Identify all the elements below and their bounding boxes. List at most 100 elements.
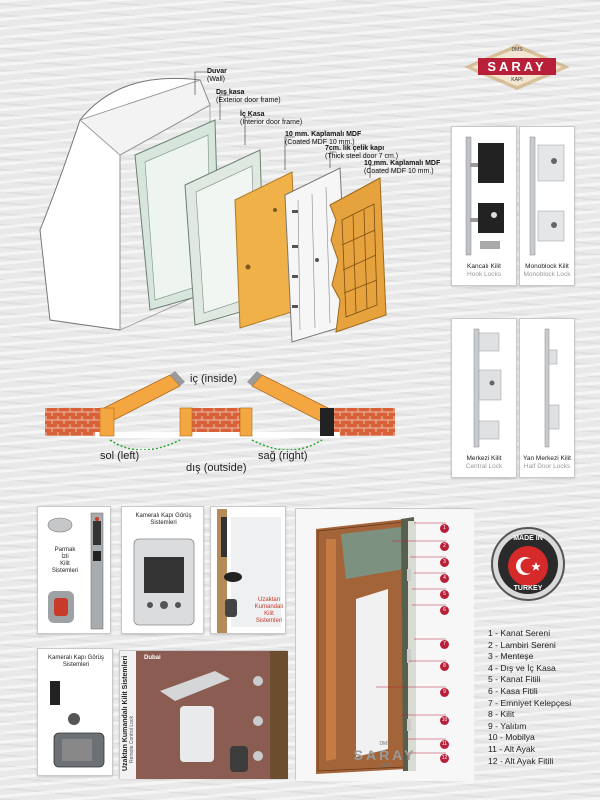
fingerprint-lock-image	[47, 517, 74, 623]
orientation-outside-label: dış (outside)	[186, 462, 247, 474]
fingerprint-label: Parmak İzli Kilit Sistemleri	[48, 547, 82, 575]
parts-list: 1 - Kanat Sereni 2 - Lambiri Sereni 3 - …	[488, 628, 571, 767]
wall-left-shape	[45, 408, 105, 436]
part-marker-9: 9	[440, 680, 449, 698]
orientation-right-label: sağ (right)	[258, 450, 308, 462]
camera-viewer-2-image	[50, 681, 105, 768]
layer-wall-label: Duvar (Wall)	[207, 68, 227, 84]
feature-card-remote-panel: Uzaktan Kumandalı Kilit Sistemleri	[210, 506, 286, 634]
remote-panel-label-line4: Sistemleri	[255, 618, 283, 624]
layer-mdf-inner-label: 10 mm. Kaplamalı MDF (Coated MDF 10 mm.)	[364, 160, 440, 176]
remote-system-brand-tag: Dubai	[144, 655, 161, 661]
part-marker-1-number: 1	[440, 524, 449, 533]
part-marker-4-number: 4	[440, 574, 449, 583]
door-photo-brand: DMS SARAY KAPI	[300, 741, 470, 769]
layer-steel-door-tr: 7cm. lik çelik kapı	[325, 145, 385, 152]
parts-list-item: 3 - Menteşe	[488, 651, 534, 662]
parts-list-item: 6 - Kasa Fitili	[488, 685, 538, 696]
fingerprint-label-line3: Kilit	[60, 561, 70, 567]
part-marker-7: 7	[440, 632, 449, 650]
orientation-inside-label: iç (inside)	[190, 373, 238, 385]
part-marker-3-number: 3	[440, 558, 449, 567]
remote-panel-label: Uzaktan Kumandalı Kilit Sistemleri	[251, 597, 287, 625]
door-photo-brand-top: DMS	[379, 741, 391, 747]
lock-card-central: Merkezi Kilit Central Lock	[451, 318, 517, 478]
door-orientation-diagram	[45, 371, 395, 450]
parts-list-item: 1 - Kanat Sereni	[488, 628, 551, 638]
parts-list-item: 12 - Alt Ayak Fitili	[488, 755, 554, 766]
part-marker-8: 8	[440, 654, 449, 672]
mdf-panel-inner	[329, 177, 387, 333]
monoblock-lock-image	[529, 136, 565, 256]
lock-monoblock-tr: Monoblock Kilit	[525, 263, 569, 270]
remote-panel-label-line3: Kilit	[264, 611, 274, 617]
part-marker-11: 11	[440, 732, 449, 750]
lock-half-door-en: Half Door Locks	[523, 463, 571, 470]
layer-mdf-inner-tr: 10 mm. Kaplamalı MDF	[364, 160, 441, 167]
lock-card-monoblock: Monoblock Kilit Monoblock Lock	[519, 126, 575, 286]
brand-logo: DMS SARAY KAPI	[462, 42, 572, 92]
door-exploded-diagram	[39, 71, 387, 343]
lock-card-hook-caption: Kancalı Kilit Hook Locks	[452, 263, 516, 279]
lock-card-hook: Kancalı Kilit Hook Locks	[451, 126, 517, 286]
part-marker-4: 4	[440, 566, 449, 584]
layer-interior-frame-label: İç Kasa (Interior door frame)	[240, 111, 302, 127]
remote-panel-label-line1: Uzaktan	[257, 597, 280, 603]
parts-list-item: 7 - Emniyet Kelepçesi	[488, 697, 572, 708]
part-marker-8-number: 8	[440, 662, 449, 671]
central-lock-image	[473, 328, 502, 448]
lock-central-tr: Merkezi Kilit	[466, 455, 502, 462]
layer-exterior-frame-label: Dış kasa (Exterior door frame)	[216, 89, 281, 105]
brand-logo-emblem	[464, 44, 570, 90]
feature-card-camera-viewer-2: Kameralı Kapı Görüş Sistemleri	[37, 648, 113, 776]
part-marker-10-number: 10	[440, 716, 449, 725]
parts-list-item: 9 - Yalıtım	[488, 720, 527, 731]
lock-card-monoblock-caption: Monoblock Kilit Monoblock Lock	[520, 263, 574, 279]
wall-center-shape	[188, 408, 244, 436]
remote-panel-image	[217, 509, 281, 633]
feature-card-remote-system: Uzaktan Kumandalı Kilit Sistemleri Remot…	[119, 650, 288, 779]
wall-right-shape	[330, 408, 395, 436]
orientation-left-label: sol (left)	[100, 450, 140, 462]
part-marker-5-number: 5	[440, 590, 449, 599]
parts-list-item: 8 - Kilit	[488, 709, 515, 720]
part-marker-6-number: 6	[440, 606, 449, 615]
layer-steel-door-en: (Thick steel door 7 cm.)	[325, 153, 399, 160]
part-marker-11-number: 11	[440, 740, 449, 749]
feature-card-fingerprint: Parmak İzli Kilit Sistemleri	[37, 506, 111, 634]
fingerprint-label-line4: Sistemleri	[51, 568, 79, 574]
feature-card-camera-viewer-1: Kameralı Kapı Görüş Sistemleri	[121, 506, 204, 634]
part-marker-6: 6	[440, 598, 449, 616]
lock-hook-tr: Kancalı Kilit	[467, 263, 501, 270]
remote-system-label-tr: Uzaktan Kumandalı Kilit Sistemleri	[122, 655, 129, 771]
layer-wall-en: (Wall)	[207, 76, 226, 83]
half-door-lock-image	[544, 328, 560, 448]
remote-system-image	[120, 651, 288, 779]
door-parts-image	[296, 509, 474, 781]
lock-card-half-door-caption: Yan Merkezi Kilit Half Door Locks	[520, 455, 574, 471]
lock-central-en: Central Lock	[465, 463, 503, 470]
part-marker-7-number: 7	[440, 640, 449, 649]
brand-logo-name: SARAY	[487, 59, 547, 74]
fingerprint-label-line2: İzli	[61, 554, 69, 560]
part-marker-1: 1	[440, 516, 449, 534]
layer-mdf-outer-label: 10 mm. Kaplamalı MDF (Coated MDF 10 mm.)	[285, 131, 361, 147]
camera-viewer-1-image	[133, 538, 195, 626]
parts-list-item: 11 - Alt Ayak	[488, 743, 535, 754]
made-in-turkey-emblem	[491, 527, 565, 601]
parts-list-item: 5 - Kanat Fitili	[488, 674, 541, 685]
part-marker-5: 5	[440, 582, 449, 600]
layer-interior-frame-tr: İç Kasa	[240, 111, 265, 118]
parts-list-item: 2 - Lambiri Sereni	[488, 639, 556, 650]
layer-mdf-inner-en: (Coated MDF 10 mm.)	[364, 168, 434, 175]
hook-lock-image	[465, 136, 504, 256]
brand-logo-bottom: KAPI	[511, 77, 523, 83]
parts-list-item: 10 - Mobilya	[488, 732, 535, 743]
layer-steel-door-label: 7cm. lik çelik kapı (Thick steel door 7 …	[325, 145, 398, 161]
part-marker-9-number: 9	[440, 688, 449, 697]
camera-viewer-1-label: Kameralı Kapı Görüş Sistemleri	[135, 513, 192, 526]
lock-card-half-door: Yan Merkezi Kilit Half Door Locks	[519, 318, 575, 478]
part-marker-3: 3	[440, 550, 449, 568]
remote-system-label-en: Remote Control Lock	[129, 716, 135, 763]
brand-logo-top: DMS	[511, 47, 523, 53]
